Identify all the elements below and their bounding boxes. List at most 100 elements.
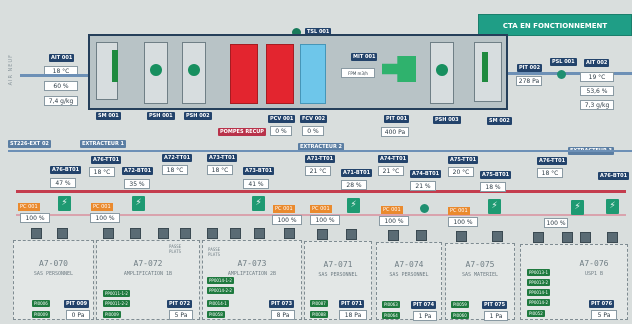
sensor-ht-1[interactable]: A76-BT01 (50, 166, 82, 174)
room-gtag-1[interactable]: PP0013-1 (527, 269, 550, 276)
room-pit-tag[interactable]: PIT 009 (64, 300, 90, 308)
sensor-tt-7[interactable]: A76-TT01 (537, 157, 568, 165)
room-gtag-5[interactable]: PI0052 (527, 310, 545, 317)
room-a7-074[interactable]: A7-074 SAS PERSONNEL PI0063 PIT 074 PI00… (376, 242, 442, 321)
sensor-tt-1[interactable]: A76-TT01 (91, 156, 122, 164)
room-gtag-1[interactable]: PP0011-1-2 (103, 290, 130, 297)
valve-tag-1[interactable]: PC 001 (18, 203, 40, 211)
room-pit-tag[interactable]: PIT 074 (411, 301, 437, 309)
sensor-ht-5[interactable]: A74-BT01 (410, 170, 442, 178)
room-gtag-2[interactable]: PP0011-2-2 (103, 300, 130, 307)
power-icon-1[interactable]: ⚡ (58, 196, 71, 211)
damper-14[interactable] (416, 230, 427, 241)
damper-10[interactable] (284, 228, 295, 239)
damper-16[interactable] (492, 231, 503, 242)
damper-4[interactable] (130, 228, 141, 239)
sensor-tt-2[interactable]: A72-TT01 (162, 154, 193, 162)
mit001-tag[interactable]: MIT 001 (351, 53, 378, 61)
ait001-tag[interactable]: AIT 001 (49, 54, 75, 62)
damper-5[interactable] (158, 228, 169, 239)
sm002-tag[interactable]: SM 002 (487, 117, 512, 125)
sensor-ht-4[interactable]: A71-BT01 (341, 169, 373, 177)
room-pit-tag[interactable]: PIT 071 (339, 300, 365, 308)
damper-13[interactable] (388, 230, 399, 241)
psh003-tag[interactable]: PSH 003 (433, 116, 461, 124)
sensor-tt-6[interactable]: A75-TT01 (448, 156, 479, 164)
room-a7-072[interactable]: A7-072 AMPLIFICATION 1B PASSE PLATS PP00… (96, 240, 200, 320)
damper-15[interactable] (456, 231, 467, 242)
room-gtag-4[interactable]: PI0058 (207, 311, 225, 318)
room-gtag-1[interactable]: PP0014-1-2 (207, 277, 234, 284)
power-icon-6[interactable]: ⚡ (571, 200, 584, 215)
room-a7-070[interactable]: A7-070 SAS PERSONNEL PI0006 PIT 009 PI00… (13, 240, 94, 320)
pit002-tag[interactable]: PIT 002 (517, 64, 543, 72)
supply-fan-icon[interactable] (382, 56, 416, 82)
psl001-tag[interactable]: PSL 001 (550, 58, 577, 66)
extracteur-1-tag[interactable]: EXTRACTEUR 1 (80, 140, 127, 148)
valve-tag-6[interactable]: PC 001 (448, 207, 470, 215)
room-pit-tag[interactable]: PIT 073 (269, 300, 295, 308)
damper-6[interactable] (180, 228, 191, 239)
valve-tag-2[interactable]: PC 001 (91, 203, 113, 211)
sensor-tt-4[interactable]: A71-TT01 (305, 155, 336, 163)
room-pit-tag[interactable]: PIT 076 (589, 300, 615, 308)
sensor-tt-3[interactable]: A73-TT01 (207, 154, 238, 162)
sensor-ht-3[interactable]: A73-BT01 (243, 167, 275, 175)
room-gtag-2[interactable]: PI0009 (32, 311, 50, 318)
damper-18[interactable] (562, 232, 573, 243)
psh001-tag[interactable]: PSH 001 (147, 112, 175, 120)
damper-12[interactable] (346, 229, 357, 240)
damper-1[interactable] (31, 228, 42, 239)
heating-coil-1[interactable] (230, 44, 258, 104)
sm001-tag[interactable]: SM 001 (96, 112, 121, 120)
power-icon-7[interactable]: ⚡ (606, 199, 619, 214)
room-gtag-2[interactable]: PP0013-2 (527, 279, 550, 286)
power-icon-3[interactable]: ⚡ (252, 196, 265, 211)
room-gtag-3[interactable]: PI0009 (103, 311, 121, 318)
pit001-tag[interactable]: PIT 001 (384, 115, 410, 123)
room-gtag-1[interactable]: PI0063 (382, 301, 400, 308)
room-gtag-2[interactable]: PI0064 (382, 312, 400, 319)
psh002-tag[interactable]: PSH 002 (184, 112, 212, 120)
damper-19[interactable] (580, 232, 591, 243)
damper-17[interactable] (533, 232, 544, 243)
damper-20[interactable] (607, 232, 618, 243)
room-a7-075[interactable]: A7-075 SAS MATERIEL PI0059 PIT 075 PI006… (445, 243, 515, 321)
damper-9[interactable] (254, 228, 265, 239)
valve-tag-3[interactable]: PC 001 (273, 205, 295, 213)
room-gtag-2[interactable]: PI0060 (451, 312, 469, 319)
sensor-ht-7[interactable]: A76-BT01 (598, 172, 630, 180)
power-icon-4[interactable]: ⚡ (347, 198, 360, 213)
room-a7-073[interactable]: A7-073 AMPLIFICATION 2B PASSE PLATS PP00… (202, 240, 302, 320)
room-pit-tag[interactable]: PIT 075 (482, 301, 508, 309)
sensor-tt-5[interactable]: A74-TT01 (378, 155, 409, 163)
damper-3[interactable] (103, 228, 114, 239)
room-a7-076[interactable]: A7-076 USP1 B PP0013-1 PP0013-2 PP0014-1… (520, 244, 628, 320)
damper-11[interactable] (317, 229, 328, 240)
extracteur-2-tag[interactable]: EXTRACTEUR 2 (298, 143, 345, 151)
valve-tag-5[interactable]: PC 001 (381, 206, 403, 214)
power-icon-5[interactable]: ⚡ (488, 199, 501, 214)
damper-2[interactable] (57, 228, 68, 239)
heating-coil-2[interactable] (266, 44, 294, 104)
ext02-tag[interactable]: ST226-EXT 02 (8, 140, 51, 148)
room-gtag-4[interactable]: PP0014-2 (527, 299, 550, 306)
room-gtag-1[interactable]: PI0087 (310, 300, 328, 307)
pcv001-tag[interactable]: PCV 001 (268, 115, 296, 123)
room-gtag-1[interactable]: PI0059 (451, 301, 469, 308)
damper-8[interactable] (230, 228, 241, 239)
power-icon-2[interactable]: ⚡ (132, 196, 145, 211)
sensor-ht-6[interactable]: A75-BT01 (480, 171, 512, 179)
sensor-ht-2[interactable]: A72-BT01 (122, 167, 154, 175)
room-pit-tag[interactable]: PIT 072 (167, 300, 193, 308)
room-gtag-1[interactable]: PI0006 (32, 300, 50, 307)
room-a7-071[interactable]: A7-071 SAS PERSONNEL PI0087 PIT 071 PI00… (304, 241, 372, 320)
room-gtag-2[interactable]: PP0014-2-2 (207, 287, 234, 294)
damper-7[interactable] (207, 228, 218, 239)
fcv002-tag[interactable]: FCV 002 (300, 115, 328, 123)
room-gtag-2[interactable]: PI0088 (310, 311, 328, 318)
room-gtag-3[interactable]: PP0014-1 (527, 289, 550, 296)
valve-tag-4[interactable]: PC 001 (310, 205, 332, 213)
room-gtag-3[interactable]: PI0014-1 (207, 300, 229, 307)
pumps-recup-tag[interactable]: POMPES RECUP (218, 128, 266, 136)
